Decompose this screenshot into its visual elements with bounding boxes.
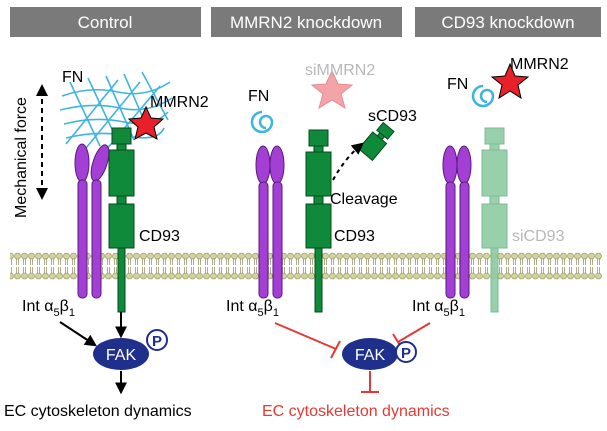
simmrn2-label: siMMRN2	[305, 62, 375, 79]
header-mmrn2-title: MMRN2 knockdown	[230, 13, 382, 32]
fn-label-cd93kd: FN	[447, 76, 468, 93]
scd93-fragment	[357, 121, 395, 162]
fn-spiral-cd93kd	[471, 84, 495, 108]
cleavage-dashed-arrow	[332, 142, 364, 181]
scd93-label: sCD93	[368, 108, 417, 125]
header-mmrn2-knockdown: MMRN2 knockdown	[211, 7, 402, 37]
cd93-label-mmrn2: CD93	[334, 228, 375, 245]
fn-label-mmrn2: FN	[248, 88, 269, 105]
int-label-control: Int α5β1	[22, 298, 75, 319]
p-label-inhibited: P	[401, 345, 411, 362]
cd93-label-control: CD93	[139, 228, 180, 245]
fn-label-control: FN	[62, 69, 83, 86]
ec-dynamics-label-control: EC cytoskeleton dynamics	[4, 403, 192, 420]
cd93-mmrn2	[305, 129, 332, 313]
ec-dynamics-label-inhibited: EC cytoskeleton dynamics	[262, 403, 450, 420]
inhibit-fak-to-ec	[361, 371, 379, 393]
mechanical-force-label: Mechanical force	[13, 97, 30, 218]
header-control: Control	[10, 7, 201, 37]
fak-control: FAK P	[93, 329, 168, 370]
fak-label-inhibited: FAK	[355, 347, 386, 364]
cleavage-label: Cleavage	[330, 191, 398, 208]
int-label-cd93kd: Int α5β1	[412, 298, 465, 319]
header-cd93-title: CD93 knockdown	[441, 13, 574, 32]
mmrn2-star-cd93kd	[490, 62, 530, 100]
integrin-cd93kd	[442, 145, 472, 299]
mechanical-force: Mechanical force	[13, 84, 48, 218]
inhibit-int-to-fak-mmrn2	[274, 322, 341, 359]
cd93-control	[108, 127, 135, 313]
fak-label-control: FAK	[106, 347, 137, 364]
sicd93-label: siCD93	[512, 228, 565, 245]
cell-membrane	[10, 252, 602, 280]
int-label-mmrn2: Int α5β1	[226, 298, 279, 319]
integrin-control	[74, 143, 110, 299]
mmrn2-label-cd93kd: MMRN2	[510, 56, 569, 73]
fn-spiral-mmrn2	[250, 110, 274, 134]
arrow-int-to-fak-control	[59, 321, 98, 347]
cd93-faded	[481, 127, 508, 313]
header-cd93-knockdown: CD93 knockdown	[415, 7, 601, 37]
fak-inhibited: FAK P	[342, 338, 417, 370]
p-label-control: P	[152, 333, 162, 350]
mmrn2-label-control: MMRN2	[150, 94, 209, 111]
mmrn2-star-control	[127, 105, 165, 140]
integrin-mmrn2	[255, 145, 285, 299]
header-control-title: Control	[78, 13, 133, 32]
mmrn2-star-faded	[310, 69, 354, 110]
